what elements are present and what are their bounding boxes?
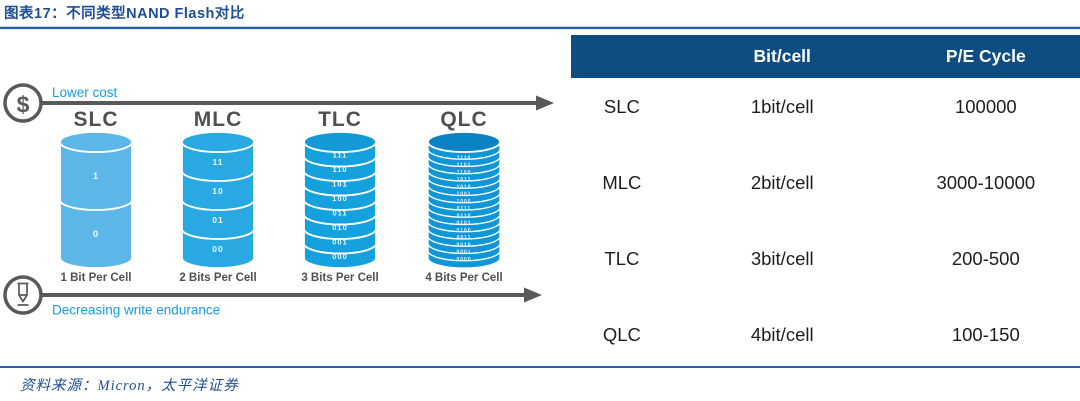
cell-segment xyxy=(59,199,133,269)
cylinder-cap xyxy=(427,131,501,153)
cell-pe-cycle: 100000 xyxy=(954,96,1017,117)
header-cell-bit-per-cell: Bit/cell xyxy=(753,46,811,66)
table-row-qlc: QLC 4bit/cell 100-150 xyxy=(571,297,1080,373)
segment-label: 1100 xyxy=(457,170,472,176)
cylinder-cap xyxy=(181,131,255,153)
segment-label: 0010 xyxy=(456,242,471,248)
segment-label: 101 xyxy=(332,179,348,188)
segment-label: 01 xyxy=(212,215,223,225)
cell-type: QLC xyxy=(602,324,641,345)
cylinder-cap xyxy=(303,131,377,153)
segment-label: 1110 xyxy=(457,155,472,161)
dollar-icon xyxy=(3,83,43,123)
cell-pe-cycle: 200-500 xyxy=(951,248,1020,269)
cylinder-caption: 3 Bits Per Cell xyxy=(301,272,378,284)
title-rule xyxy=(0,26,1080,30)
cell-bit-per-cell: 3bit/cell xyxy=(750,248,814,269)
write-endurance-axis: Decreasing write endurance xyxy=(3,275,542,318)
cell-bit-per-cell: 4bit/cell xyxy=(750,324,814,345)
cylinder-qlc: QLC1111111011011100101110101001100001110… xyxy=(425,108,502,284)
segment-label: 100 xyxy=(332,194,348,203)
segment-label: 1011 xyxy=(457,177,472,183)
cylinder-title: TLC xyxy=(318,108,362,131)
segment-label: 0 xyxy=(93,229,99,240)
segment-label: 0111 xyxy=(457,206,472,212)
cylinder-caption: 1 Bit Per Cell xyxy=(61,272,132,284)
segment-label: 001 xyxy=(332,237,348,246)
cylinder-caption: 2 Bits Per Cell xyxy=(179,272,256,284)
cylinder-caption: 4 Bits Per Cell xyxy=(425,272,502,284)
lower-cost-label: Lower cost xyxy=(52,85,118,100)
header-cell-pe-cycle: P/E Cycle xyxy=(945,46,1026,66)
cylinder-title: MLC xyxy=(194,108,243,131)
segment-label: 0100 xyxy=(456,228,471,234)
segment-label: 1010 xyxy=(456,184,471,190)
segment-label: 010 xyxy=(332,223,348,232)
figure-title: 图表17：不同类型NAND Flash对比 xyxy=(4,6,245,22)
segment-label: 1101 xyxy=(457,163,472,169)
segment-label: 10 xyxy=(212,186,223,196)
segment-label: 0001 xyxy=(456,250,471,256)
cylinder-title: QLC xyxy=(440,108,487,131)
segment-label: 0101 xyxy=(456,221,471,227)
arrow-right-icon xyxy=(524,287,542,303)
source-note: 资料来源：Micron，太平洋证券 xyxy=(20,378,239,394)
cell-bit-per-cell: 2bit/cell xyxy=(750,172,814,193)
cell-type: TLC xyxy=(604,248,640,269)
source-rule xyxy=(0,366,1080,368)
table-row-slc: SLC 1bit/cell 100000 xyxy=(571,69,1080,145)
segment-label: 00 xyxy=(212,244,223,254)
cylinder-mlc: MLC 11 10 01 00 2 Bits Per Cell xyxy=(179,108,256,284)
lower-cost-axis: $ Lower cost xyxy=(3,83,554,123)
segment-label: 1000 xyxy=(456,199,471,205)
segment-label: 0110 xyxy=(457,213,472,219)
segment-label: 11 xyxy=(213,157,224,167)
cylinder-cap xyxy=(59,131,133,153)
svg-text:$: $ xyxy=(17,92,30,118)
cylinder-tlc: TLC 111 110 101 100 011 010 001 000 3 Bits Per Ce… xyxy=(301,108,378,284)
write-endurance-label: Decreasing write endurance xyxy=(52,303,220,318)
segment-label: 110 xyxy=(332,165,347,174)
segment-label: 000 xyxy=(332,252,348,261)
segment-label: 011 xyxy=(332,208,347,217)
cell-pe-cycle: 100-150 xyxy=(951,324,1020,345)
segment-label: 1 xyxy=(93,171,99,182)
cell-type: MLC xyxy=(602,172,642,193)
segment-label: 0000 xyxy=(456,257,471,263)
table-row-tlc: TLC 3bit/cell 200-500 xyxy=(571,221,1080,297)
cell-segment xyxy=(303,243,377,269)
cell-pe-cycle: 3000-10000 xyxy=(936,172,1036,193)
cell-bit-per-cell: 1bit/cell xyxy=(750,96,814,117)
segment-label: 1001 xyxy=(456,192,471,198)
table-row-mlc: MLC 2bit/cell 3000-10000 xyxy=(571,145,1080,221)
cell-segment xyxy=(427,250,501,269)
table-header-row: Bit/cell P/E Cycle xyxy=(571,35,1080,78)
arrow-right-icon xyxy=(536,95,554,111)
cylinder-title: SLC xyxy=(74,108,119,131)
cylinder-slc: SLC 1 0 1 Bit Per Cell xyxy=(59,108,133,284)
cell-segment xyxy=(181,228,255,269)
cell-type: SLC xyxy=(603,96,640,117)
segment-label: 111 xyxy=(333,150,348,159)
segment-label: 0011 xyxy=(457,235,472,241)
